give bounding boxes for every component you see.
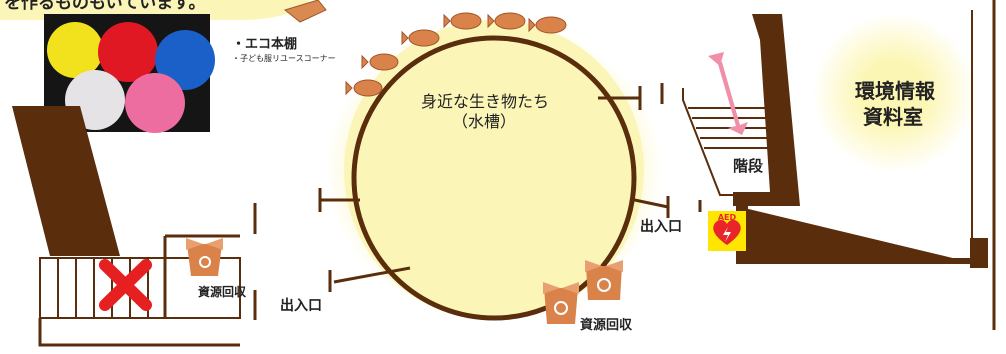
recycle-box-icon	[585, 260, 623, 300]
recycle-box-icon	[186, 238, 223, 276]
aed-badge	[708, 211, 746, 251]
left-wall	[12, 106, 120, 256]
aquarium-title: 身近な生き物たち	[421, 92, 550, 111]
env-room-glow	[812, 13, 976, 173]
recycling-label-left: 資源回収	[198, 285, 247, 299]
header-partial-text: を作るものもいています。	[4, 0, 206, 13]
env-room-title: 環境情報	[855, 79, 935, 103]
env-room-subtitle: 資料室	[863, 105, 923, 129]
fish-icon	[487, 12, 526, 30]
fish-icon	[528, 16, 567, 34]
stairs-label: 階段	[733, 157, 764, 175]
eco-shelf-title: ・エコ本棚	[232, 37, 298, 52]
double-arrow-icon	[708, 52, 748, 135]
fish-icon	[361, 53, 399, 71]
fish-icon	[443, 12, 482, 30]
taiyaki-fish-row	[345, 12, 567, 97]
aquarium-tank	[351, 35, 637, 321]
entrance-label-right: 出入口	[640, 219, 682, 235]
entrance-label-left: 出入口	[280, 298, 322, 314]
right-wall	[733, 14, 800, 206]
no-entry-icon	[99, 259, 152, 311]
recycle-box-icon	[543, 282, 579, 324]
recycling-label-bottom: 資源回収	[580, 318, 633, 333]
fish-icon	[345, 79, 383, 97]
fish-icon	[401, 29, 440, 47]
bookshelf-icon	[283, 0, 327, 23]
aed-label: AED	[718, 213, 737, 222]
shelf-photo	[44, 14, 215, 133]
kids-clothes-reuse-label: ・子ども服リユースコーナー	[232, 54, 336, 63]
aquarium-subtitle: （水槽）	[452, 112, 517, 131]
